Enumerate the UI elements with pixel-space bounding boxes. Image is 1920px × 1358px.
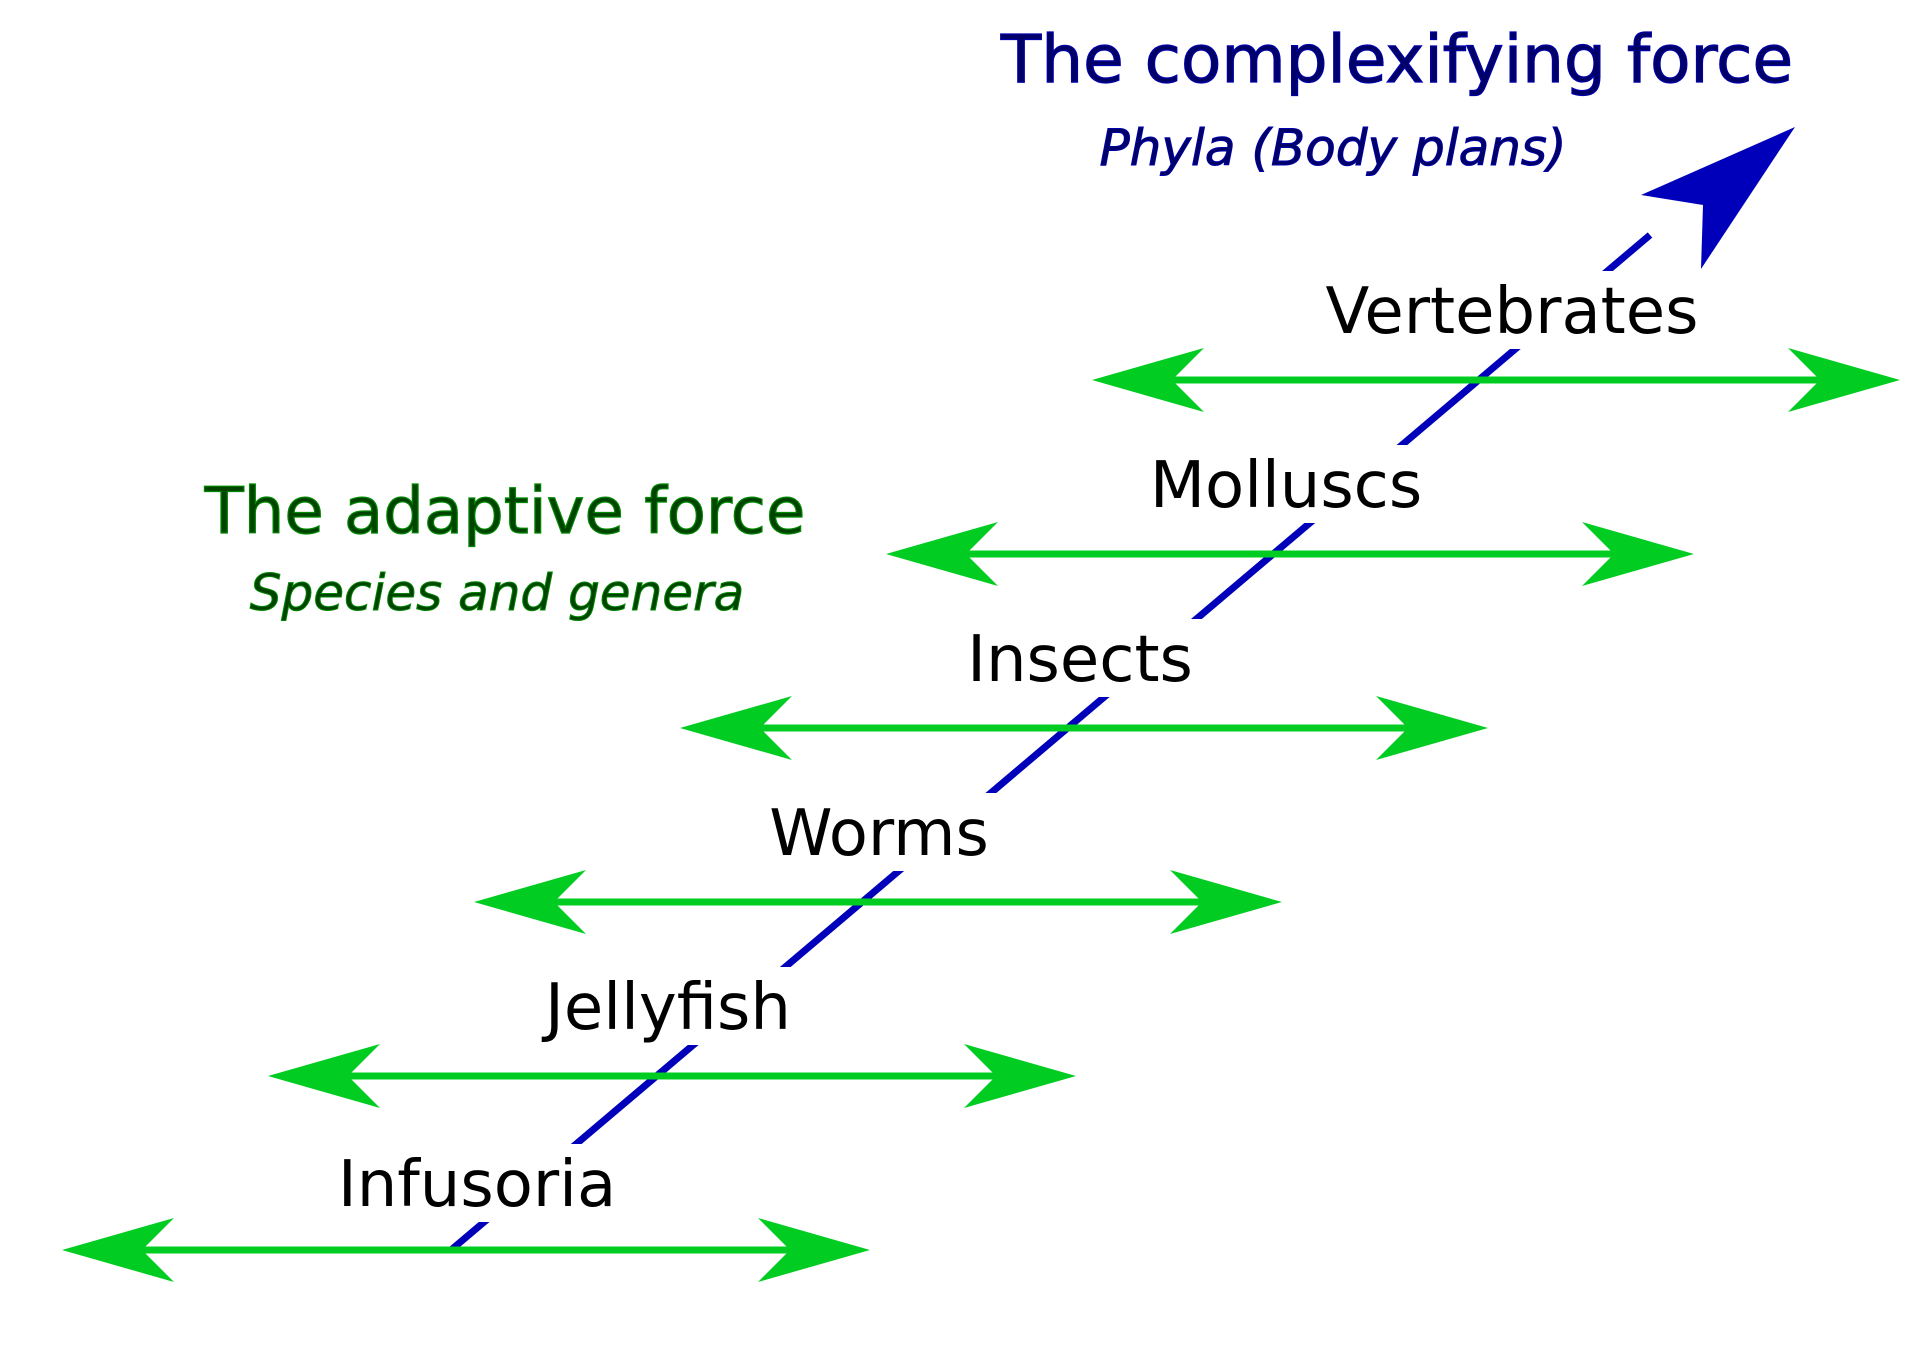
adaptive-level-worms: Worms [474,793,1282,934]
complexifying-legend: The complexifying force Phyla (Body plan… [999,20,1793,177]
level-label-vertebrates: Vertebrates [1326,275,1699,349]
adaptive-level-molluscs: Molluscs [886,445,1694,586]
arrowhead-left-icon [886,522,998,586]
complexifying-force-title: The complexifying force [1000,21,1793,98]
label-plate [317,1144,637,1222]
arrowhead-right-icon [1170,870,1282,934]
arrowhead-left-icon [474,870,586,934]
arrowhead-left-icon [1092,348,1204,412]
adaptive-legend: The adaptive force Species and genera [203,474,806,622]
adaptive-level-infusoria: Infusoria [62,1144,870,1282]
complexifying-force-arrow [448,127,1795,1253]
label-plate [1347,271,1677,349]
adaptive-level-insects: Insects [680,619,1488,760]
arrowhead-right-icon [964,1044,1076,1108]
arrowhead-right-icon [1582,522,1694,586]
level-label-infusoria: Infusoria [338,1148,616,1222]
label-plate [508,967,828,1045]
level-label-jellyfish: Jellyfish [541,971,791,1045]
arrowhead-left-icon [268,1044,380,1108]
adaptive-level-vertebrates: Vertebrates [1092,271,1900,412]
arrowhead-right-icon [758,1218,870,1282]
level-label-molluscs: Molluscs [1150,449,1422,523]
complexifying-arrow-shaft [448,232,1653,1253]
complexifying-arrowhead-icon [1641,127,1795,269]
complexifying-force-subtitle: Phyla (Body plans) [1100,119,1567,177]
adaptive-force-subtitle: Species and genera [250,564,744,622]
label-plate [915,619,1245,697]
adaptive-levels: Infusoria Jellyfish Worms Insects Molluscs Ve… [62,271,1900,1282]
label-plate [719,793,1039,871]
level-label-worms: Worms [769,797,989,871]
level-label-insects: Insects [967,623,1193,697]
label-plate [1121,445,1451,523]
arrowhead-left-icon [62,1218,174,1282]
adaptive-level-jellyfish: Jellyfish [268,967,1076,1108]
arrowhead-right-icon [1376,696,1488,760]
arrowhead-left-icon [680,696,792,760]
arrowhead-right-icon [1788,348,1900,412]
adaptive-force-title: The adaptive force [204,475,806,549]
